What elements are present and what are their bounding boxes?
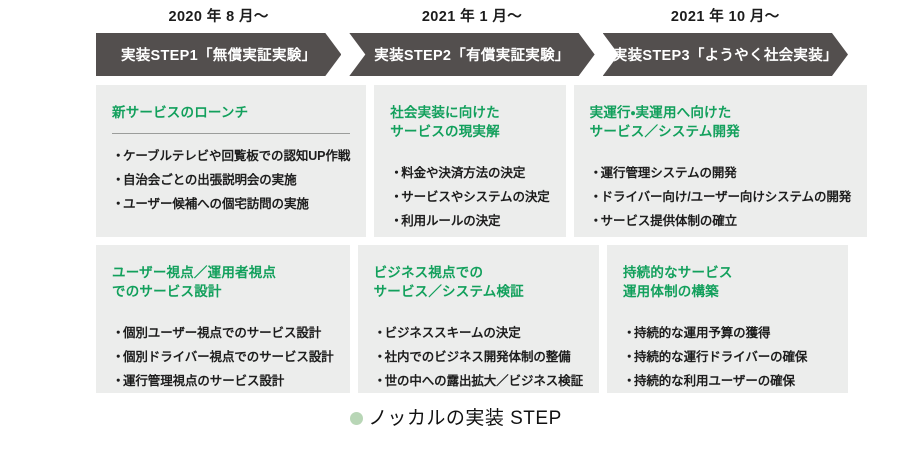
list-item-label: 持続的な運用予算の獲得 bbox=[633, 326, 771, 341]
bullet-icon: ・ bbox=[112, 326, 125, 341]
card-title: 社会実装に向けた サービスの現実解 bbox=[390, 105, 500, 140]
list-item-label: 個別ドライバー視点でのサービス設計 bbox=[123, 350, 334, 365]
list-item: ・持続的な利用ユーザーの確保 bbox=[623, 370, 832, 394]
bullet-icon: ・ bbox=[390, 190, 403, 205]
list-item: ・運行管理視点のサービス設計 bbox=[112, 370, 334, 394]
timeline-date-step1: 2020 年 8 月〜 bbox=[168, 9, 269, 25]
list-item-label: サービスやシステムの決定 bbox=[401, 190, 550, 205]
bullet-icon: ・ bbox=[622, 373, 636, 388]
card-title: ユーザー視点／運用者視点 でのサービス設計 bbox=[112, 265, 277, 300]
card-step2-lower: ビジネス視点での サービス／システム検証 ・ビジネススキームの決定 ・社内でのビ… bbox=[357, 245, 599, 394]
list-item: ・料金や決済方法の決定 bbox=[390, 162, 549, 186]
card-title: 実運行・実運用へ向けた サービス／システム開発 bbox=[589, 105, 740, 140]
diagram-caption: ノッカルの実装 STEP bbox=[0, 405, 912, 433]
step-header-3-label: 実装STEP3「ようやく社会実装」 bbox=[612, 48, 838, 64]
bullet-icon: ・ bbox=[112, 149, 125, 164]
list-item-label: 料金や決済方法の決定 bbox=[401, 166, 526, 181]
bullet-icon: ・ bbox=[373, 373, 387, 388]
bullet-icon: ・ bbox=[112, 373, 125, 388]
step-header-2-label: 実装STEP2「有償実証実験」 bbox=[374, 48, 570, 64]
circle-bullet-icon bbox=[350, 411, 364, 425]
bullet-icon: ・ bbox=[373, 326, 387, 341]
step-header-2: 実装STEP2「有償実証実験」 bbox=[349, 33, 594, 76]
card-item-list: ・運行管理システムの開発 ・ドライバー向け/ユーザー向けシステムの開発 ・サービ… bbox=[590, 162, 852, 233]
bullet-icon: ・ bbox=[112, 196, 125, 211]
list-item: ・ケーブルテレビや回覧板での認知UP作戦 bbox=[112, 145, 350, 169]
card-divider bbox=[112, 133, 351, 135]
list-item-label: 利用ルールの決定 bbox=[401, 213, 501, 228]
list-item: ・ユーザー候補への個宅訪問の実施 bbox=[112, 193, 350, 217]
diagram-caption-label: ノッカルの実装 STEP bbox=[368, 408, 562, 429]
list-item: ・ビジネススキームの決定 bbox=[374, 322, 583, 346]
bullet-icon: ・ bbox=[589, 213, 603, 228]
timeline-date-step3: 2021 年 10 月〜 bbox=[670, 9, 780, 25]
list-item-label: ユーザー候補への個宅訪問の実施 bbox=[123, 196, 309, 211]
list-item-label: 世の中への露出拡大／ビジネス検証 bbox=[384, 373, 584, 388]
card-step1-lower: ユーザー視点／運用者視点 でのサービス設計 ・個別ユーザー視点でのサービス設計 … bbox=[96, 245, 350, 393]
list-item-label: 個別ユーザー視点でのサービス設計 bbox=[123, 326, 322, 341]
list-item: ・個別ユーザー視点でのサービス設計 bbox=[112, 322, 334, 346]
list-item: ・サービスやシステムの決定 bbox=[390, 186, 550, 210]
bullet-icon: ・ bbox=[112, 172, 125, 187]
step-header-3: 実装STEP3「ようやく社会実装」 bbox=[603, 33, 848, 76]
list-item: ・利用ルールの決定 bbox=[390, 210, 549, 234]
list-item-label: 運行管理視点のサービス設計 bbox=[123, 373, 285, 388]
card-item-list: ・料金や決済方法の決定 ・サービスやシステムの決定 ・利用ルールの決定 bbox=[390, 162, 550, 234]
list-item: ・自治会ごとの出張説明会の実施 bbox=[112, 169, 350, 193]
bullet-icon: ・ bbox=[622, 326, 636, 341]
list-item-label: ビジネススキームの決定 bbox=[384, 326, 521, 341]
list-item-label: 社内でのビジネス開発体制の整備 bbox=[384, 350, 571, 365]
card-step3-lower: 持続的なサービス 運用体制の構築 ・持続的な運用予算の獲得 ・持続的な運行ドライ… bbox=[606, 245, 848, 393]
list-item-label: 自治会ごとの出張説明会の実施 bbox=[123, 172, 297, 187]
list-item: ・運行管理システムの開発 bbox=[590, 162, 852, 186]
list-item-label: 運行管理システムの開発 bbox=[600, 166, 737, 181]
card-title: 新サービスのローンチ bbox=[112, 105, 249, 120]
list-item-label: 持続的な利用ユーザーの確保 bbox=[633, 373, 795, 388]
list-item: ・持続的な運行ドライバーの確保 bbox=[623, 346, 832, 370]
card-item-list: ・個別ユーザー視点でのサービス設計 ・個別ドライバー視点でのサービス設計 ・運行… bbox=[112, 322, 334, 393]
step-header-1: 実装STEP1「無償実証実験」 bbox=[96, 33, 341, 76]
list-item: ・個別ドライバー視点でのサービス設計 bbox=[112, 346, 334, 370]
list-item: ・社内でのビジネス開発体制の整備 bbox=[374, 346, 583, 370]
card-item-list: ・持続的な運用予算の獲得 ・持続的な運行ドライバーの確保 ・持続的な利用ユーザー… bbox=[623, 322, 832, 393]
list-item: ・サービス提供体制の確立 bbox=[590, 210, 852, 234]
list-item: ・ドライバー向け/ユーザー向けシステムの開発 bbox=[590, 186, 852, 210]
card-title: ビジネス視点での サービス／システム検証 bbox=[373, 265, 524, 300]
bullet-icon: ・ bbox=[589, 190, 603, 205]
card-step2-upper: 社会実装に向けた サービスの現実解 ・料金や決済方法の決定 ・サービスやシステム… bbox=[374, 85, 566, 237]
list-item-label: ドライバー向け/ユーザー向けシステムの開発 bbox=[600, 190, 852, 205]
card-title: 持続的なサービス 運用体制の構築 bbox=[622, 265, 733, 300]
step-header-row: 実装STEP1「無償実証実験」 実装STEP2「有償実証実験」 実装STEP3「… bbox=[96, 33, 848, 76]
card-item-list: ・ケーブルテレビや回覧板での認知UP作戦 ・自治会ごとの出張説明会の実施 ・ユー… bbox=[112, 145, 350, 216]
bullet-icon: ・ bbox=[390, 166, 403, 181]
step-header-1-label: 実装STEP1「無償実証実験」 bbox=[120, 48, 317, 64]
list-item: ・持続的な運用予算の獲得 bbox=[623, 322, 832, 346]
bullet-icon: ・ bbox=[373, 350, 387, 365]
card-step3-upper: 実運行・実運用へ向けた サービス／システム開発 ・運行管理システムの開発 ・ドラ… bbox=[573, 85, 868, 237]
card-step1-upper: 新サービスのローンチ ・ケーブルテレビや回覧板での認知UP作戦 ・自治会ごとの出… bbox=[96, 85, 367, 237]
bullet-icon: ・ bbox=[390, 213, 403, 228]
list-item: ・世の中への露出拡大／ビジネス検証 bbox=[373, 370, 584, 394]
timeline-date-row: 2020 年 8 月〜 2021 年 1 月〜 2021 年 10 月〜 bbox=[96, 6, 848, 30]
timeline-date-step2: 2021 年 1 月〜 bbox=[421, 9, 523, 25]
card-row-upper: 新サービスのローンチ ・ケーブルテレビや回覧板での認知UP作戦 ・自治会ごとの出… bbox=[96, 85, 868, 237]
card-item-list: ・ビジネススキームの決定 ・社内でのビジネス開発体制の整備 ・世の中への露出拡大… bbox=[373, 322, 584, 394]
bullet-icon: ・ bbox=[112, 350, 125, 365]
list-item-label: ケーブルテレビや回覧板での認知UP作戦 bbox=[123, 149, 351, 164]
card-row-lower: ユーザー視点／運用者視点 でのサービス設計 ・個別ユーザー視点でのサービス設計 … bbox=[96, 245, 848, 393]
bullet-icon: ・ bbox=[589, 166, 603, 181]
list-item-label: サービス提供体制の確立 bbox=[600, 213, 738, 228]
bullet-icon: ・ bbox=[622, 350, 636, 365]
list-item-label: 持続的な運行ドライバーの確保 bbox=[633, 350, 808, 365]
